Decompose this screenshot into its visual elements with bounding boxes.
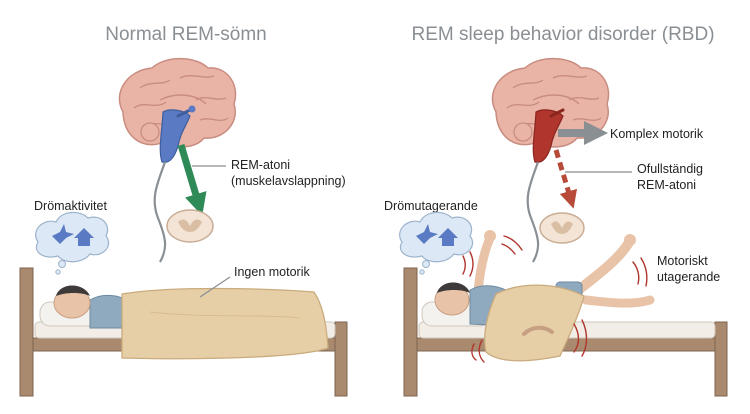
left-blanket: [121, 287, 329, 360]
spinal-cord-line: [153, 161, 167, 263]
bird-icon: [52, 224, 74, 244]
brain-icon: [491, 57, 610, 163]
dream-bubble: [399, 211, 474, 275]
complex-motor-label: Komplex motorik: [610, 127, 704, 141]
incomplete-atonia-line1: Ofullständig: [637, 162, 703, 176]
motor-acting-line1: Motoriskt: [657, 254, 708, 268]
right-panel: REM sleep behavior disorder (RBD) Komple…: [384, 24, 728, 397]
brain-icon: [118, 57, 237, 163]
left-panel-title: Normal REM-sömn: [105, 24, 267, 45]
house-icon: [438, 228, 458, 246]
spinal-cord-icon: [166, 209, 214, 243]
left-sleeper: [53, 285, 127, 329]
atonia-label-line2: (muskelavslappning): [231, 174, 346, 188]
house-icon: [74, 228, 94, 246]
atonia-label-line1: REM-atoni: [231, 158, 290, 172]
motor-acting-line2: utagerande: [657, 270, 720, 284]
atonia-arrow: [177, 143, 207, 216]
motion-lines: [462, 235, 648, 363]
no-motor-pointer-line: [199, 276, 231, 298]
right-panel-title: REM sleep behavior disorder (RBD): [411, 24, 714, 45]
incomplete-atonia-arrow: [553, 149, 578, 209]
dream-bubble: [35, 211, 110, 275]
bird-icon: [416, 224, 438, 244]
incomplete-atonia-line2: REM-atoni: [637, 178, 696, 192]
spinal-cord-icon: [539, 212, 585, 244]
no-motor-label: Ingen motorik: [234, 265, 310, 279]
spinal-cord-line: [526, 161, 540, 263]
dream-activity-label: Drömaktivitet: [34, 199, 107, 213]
left-panel: Normal REM-sömn REM-atoni (muskelavslapp…: [19, 24, 348, 397]
right-blanket: [484, 284, 585, 362]
dream-enactment-label: Drömutagerande: [384, 199, 478, 213]
